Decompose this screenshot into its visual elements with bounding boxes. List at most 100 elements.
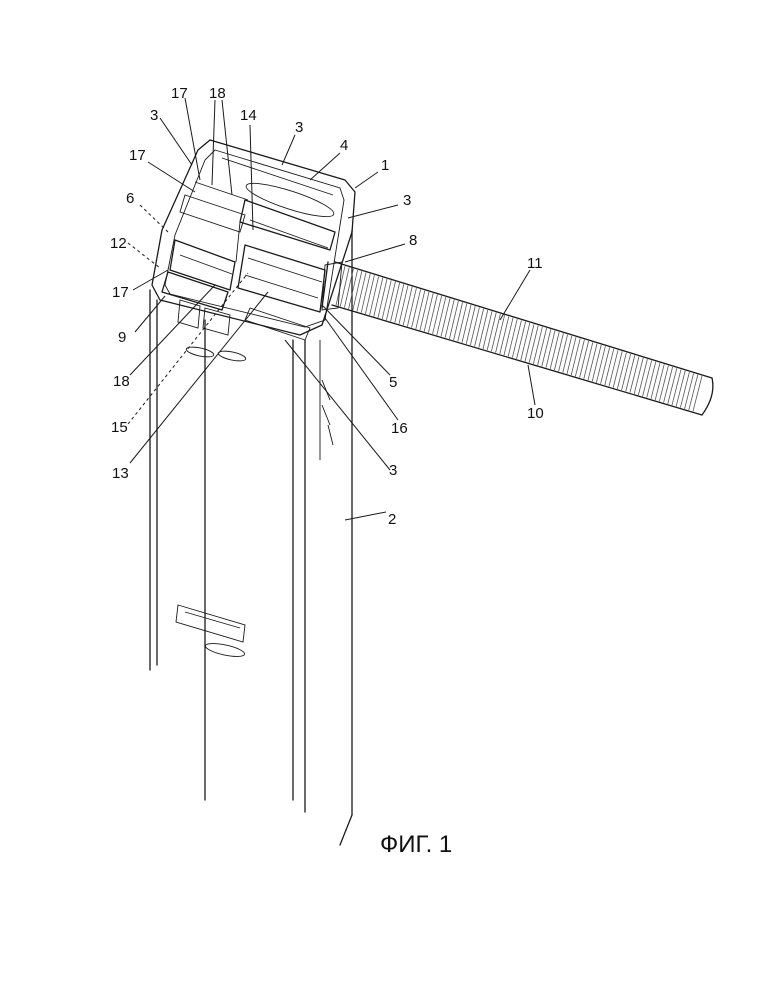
label-3-right: 3 [403, 192, 411, 209]
thread-line [382, 280, 391, 319]
thread-line [584, 342, 593, 379]
thread-line [458, 304, 467, 342]
thread-line [441, 298, 450, 336]
label-10: 10 [527, 405, 544, 422]
thread-line [433, 296, 442, 334]
thread-line [613, 351, 622, 387]
thread-line [626, 355, 635, 391]
label-5: 5 [389, 374, 397, 391]
thread-line [395, 284, 404, 323]
thread-line [403, 287, 412, 325]
thread-line [659, 366, 668, 402]
thread-line [437, 297, 446, 335]
thread-line [374, 278, 383, 317]
thread-line [550, 332, 559, 369]
thread-line [580, 341, 589, 378]
post-slots [176, 345, 333, 659]
thread-line [601, 347, 610, 383]
thread-line [651, 363, 660, 399]
thread-line [365, 275, 374, 314]
thread-line [361, 274, 370, 313]
thread-line [685, 373, 694, 408]
thread-line [412, 289, 421, 327]
thread-line [470, 307, 479, 345]
label-3-top: 3 [295, 119, 303, 136]
thread-line [693, 376, 702, 411]
thread-line [567, 337, 576, 374]
thread-line [428, 295, 437, 333]
label-4: 4 [340, 137, 348, 154]
thread-line [504, 318, 513, 355]
thread-line [609, 350, 618, 386]
thread-line [449, 301, 458, 339]
label-2: 2 [388, 511, 396, 528]
thread-line [512, 320, 521, 357]
threaded-rod [322, 262, 713, 415]
thread-line [370, 276, 379, 315]
label-16: 16 [391, 420, 408, 437]
figure-caption: ФИГ. 1 [380, 831, 452, 858]
thread-line [554, 333, 563, 370]
thread-line [349, 270, 358, 309]
end-cap [152, 140, 355, 335]
thread-line [424, 293, 433, 331]
label-1: 1 [381, 157, 389, 174]
label-14: 14 [240, 107, 257, 124]
thread-line [622, 354, 631, 390]
thread-line [605, 349, 614, 385]
label-17-top: 17 [171, 85, 188, 102]
label-15: 15 [111, 419, 128, 436]
thread-line [638, 359, 647, 395]
thread-line [407, 288, 416, 326]
thread-line [336, 266, 345, 305]
thread-line [563, 336, 572, 373]
thread-line [479, 310, 488, 348]
thread-line [592, 345, 601, 381]
label-3-left: 3 [150, 107, 158, 124]
thread-line [655, 364, 664, 400]
thread-line [353, 271, 362, 310]
label-13: 13 [112, 465, 129, 482]
thread-line [596, 346, 605, 382]
thread-line [340, 267, 349, 306]
thread-line [588, 344, 597, 380]
label-12: 12 [110, 235, 127, 252]
thread-line [508, 319, 517, 356]
thread-line [647, 362, 656, 398]
label-11: 11 [527, 255, 543, 272]
thread-line [475, 309, 484, 347]
thread-line [617, 353, 626, 389]
label-18-low: 18 [113, 373, 130, 390]
label-18-top: 18 [209, 85, 226, 102]
thread-line [676, 371, 685, 407]
thread-line [416, 291, 425, 329]
thread-line [496, 315, 505, 352]
thread-line [529, 326, 538, 363]
thread-line [542, 329, 551, 366]
thread-line [462, 305, 471, 343]
thread-line [386, 282, 395, 321]
thread-line [689, 375, 698, 410]
label-17-mid: 17 [129, 147, 146, 164]
label-3-bottom: 3 [389, 462, 397, 479]
label-6: 6 [126, 190, 134, 207]
thread-line [445, 300, 454, 338]
thread-line [672, 369, 681, 405]
thread-line [517, 322, 526, 359]
thread-line [559, 335, 568, 372]
thread-line [500, 316, 509, 353]
thread-line [575, 340, 584, 377]
thread-line [546, 331, 555, 368]
thread-line [668, 368, 677, 404]
thread-line [399, 285, 408, 323]
label-8: 8 [409, 232, 417, 249]
label-9: 9 [118, 329, 126, 346]
label-17-low: 17 [112, 284, 129, 301]
thread-line [525, 324, 534, 361]
thread-line [533, 327, 542, 364]
thread-line [420, 292, 429, 330]
thread-line [483, 311, 492, 349]
thread-line [454, 302, 463, 340]
thread-line [630, 357, 639, 393]
